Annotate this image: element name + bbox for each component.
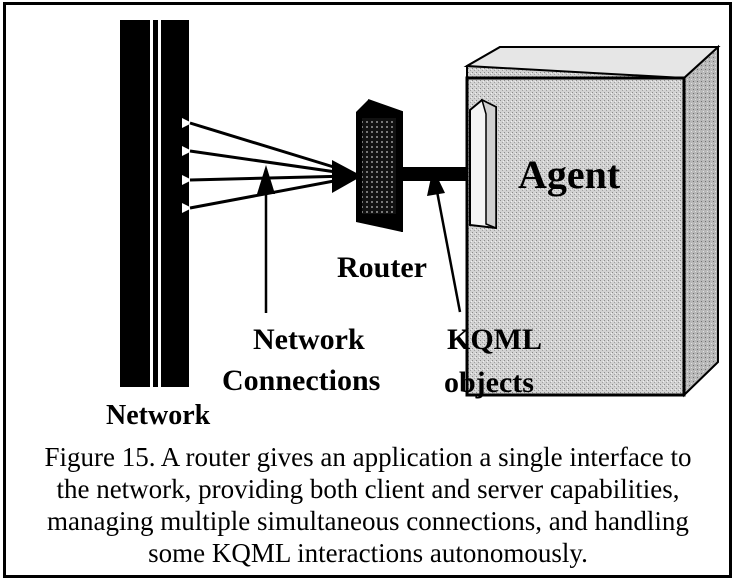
network-connections-arrowhead	[257, 165, 275, 194]
figure-frame	[3, 2, 732, 578]
figure-caption: Figure 15. A router gives an application…	[6, 441, 730, 569]
caption-line-4: some KQML interactions autonomously.	[148, 538, 588, 568]
network-bar-2	[153, 20, 158, 387]
router-device	[356, 99, 403, 232]
network-connections-label-line2: Connections	[222, 364, 381, 397]
network-label: Network	[106, 400, 211, 431]
agent-label: Agent	[518, 152, 621, 197]
agent-cube	[463, 44, 721, 398]
router-input-arrowhead	[332, 160, 362, 193]
connection-line-2	[189, 149, 351, 176]
kqml-objects-label-line1: KQML	[447, 323, 542, 356]
caption-line-1: Figure 15. A router gives an application…	[44, 442, 692, 472]
network-bus	[120, 20, 192, 387]
network-connection-lines	[189, 121, 351, 210]
router-label: Router	[337, 251, 427, 284]
network-bar-1	[120, 20, 150, 387]
pointer-arrows	[264, 185, 462, 313]
kqml-objects-label-line2: objects	[444, 366, 534, 399]
router-agent-link	[400, 167, 482, 181]
kqml-objects-pointer	[434, 185, 462, 313]
connection-line-1	[189, 121, 351, 174]
caption-line-3: managing multiple simultaneous connectio…	[47, 506, 689, 536]
kqml-objects-arrowhead	[427, 168, 445, 196]
caption-line-2: the network, providing both client and s…	[56, 474, 680, 504]
network-bar-3	[161, 20, 189, 387]
network-connections-label-line1: Network	[253, 323, 365, 356]
